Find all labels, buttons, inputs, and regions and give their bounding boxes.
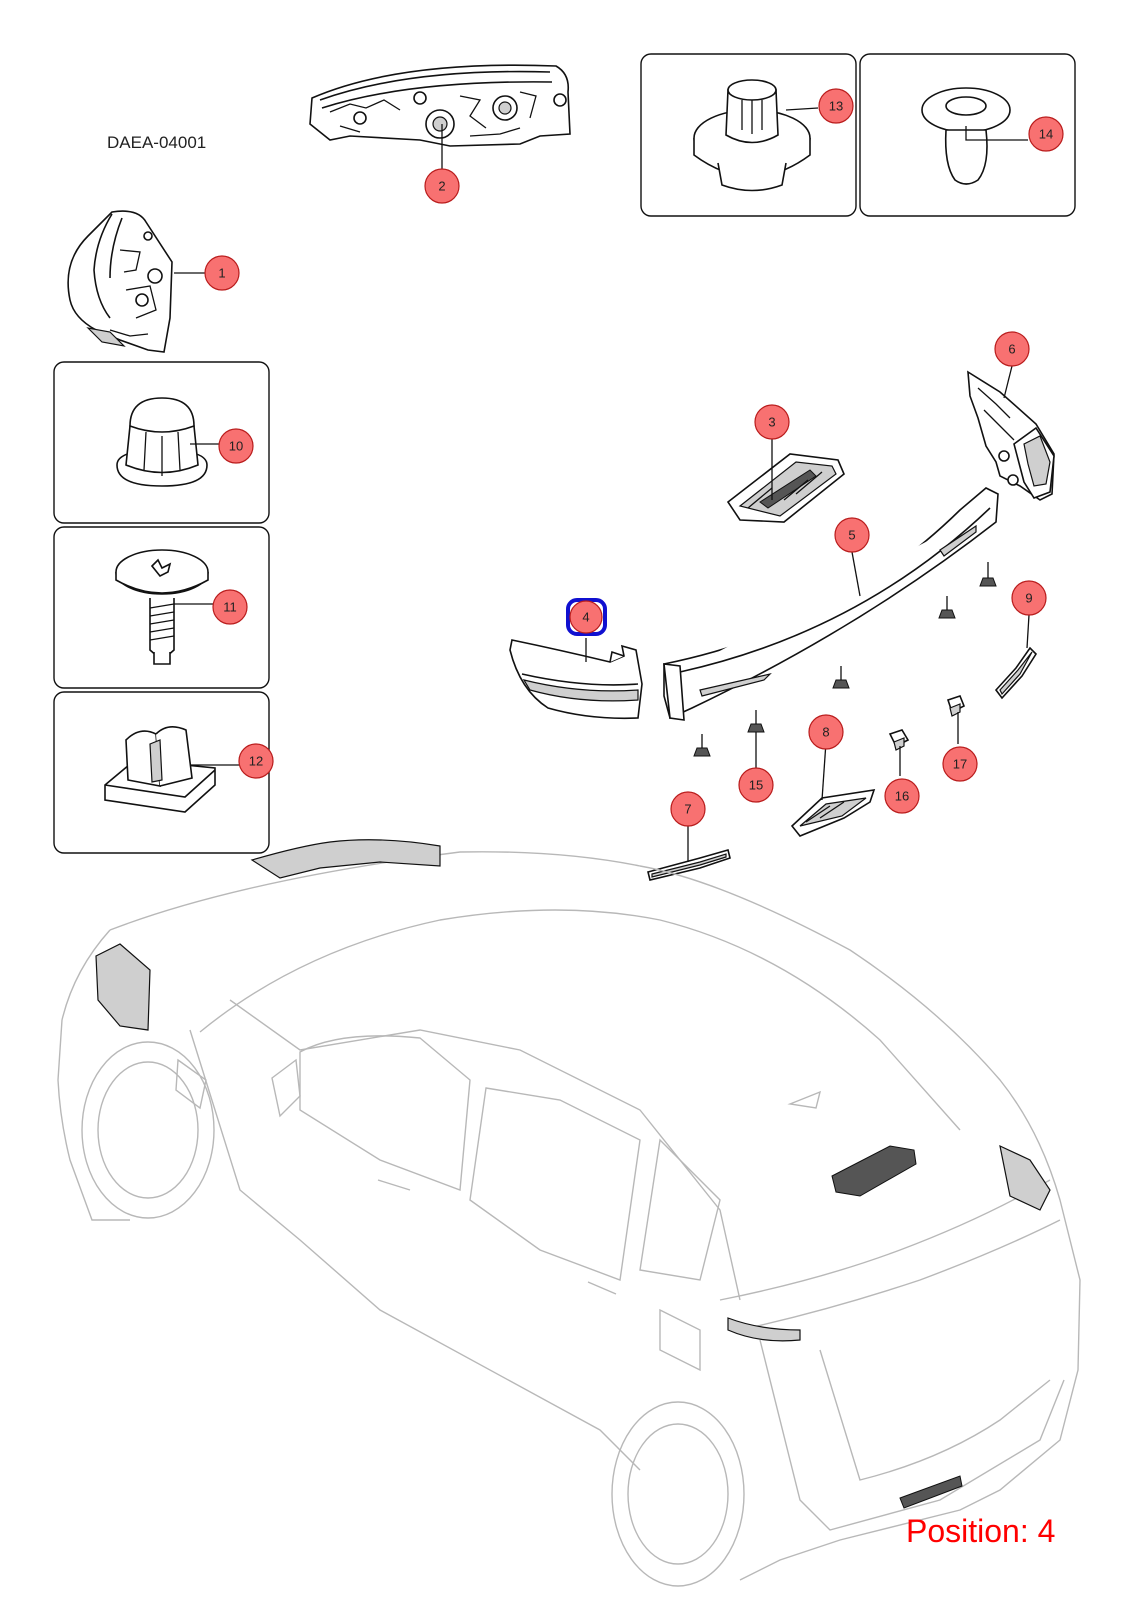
callouts: 1 2 3 4 5 6 7 8 — [204, 88, 1064, 827]
callout-9[interactable]: 9 — [1011, 580, 1047, 616]
callout-14[interactable]: 14 — [1028, 116, 1064, 152]
selected-highlight — [566, 598, 607, 636]
detail-box-11 — [53, 526, 270, 689]
headlamp-assembly-part — [309, 64, 571, 147]
callout-12[interactable]: 12 — [238, 743, 274, 779]
svg-text:15: 15 — [749, 778, 763, 793]
callout-17[interactable]: 17 — [942, 746, 978, 782]
clip-nut-part — [104, 726, 216, 813]
callout-1[interactable]: 1 — [204, 255, 240, 291]
svg-text:7: 7 — [684, 802, 691, 817]
callout-13[interactable]: 13 — [818, 88, 854, 124]
leader-lines — [174, 107, 1030, 862]
svg-text:1: 1 — [218, 266, 225, 281]
vehicle-outline — [57, 839, 1081, 1587]
callout-8[interactable]: 8 — [808, 714, 844, 750]
detail-box-13 — [640, 53, 857, 217]
svg-text:5: 5 — [848, 528, 855, 543]
detail-box-10 — [53, 361, 270, 524]
push-clip-part — [921, 87, 1011, 185]
svg-text:13: 13 — [829, 99, 843, 114]
bulb-socket-right-part — [946, 695, 966, 717]
svg-text:2: 2 — [438, 179, 445, 194]
position-label: Position: 4 — [906, 1513, 1055, 1549]
callout-4[interactable]: 4 — [566, 598, 607, 636]
detail-box-14 — [859, 53, 1076, 217]
headlamp-left-part — [67, 210, 173, 353]
svg-text:12: 12 — [249, 754, 263, 769]
callout-11[interactable]: 11 — [212, 589, 248, 625]
reflector-right-part — [994, 646, 1038, 700]
svg-text:8: 8 — [822, 725, 829, 740]
bulb-socket-part — [888, 729, 910, 751]
svg-text:9: 9 — [1025, 591, 1032, 606]
svg-text:11: 11 — [223, 600, 237, 615]
callout-5[interactable]: 5 — [834, 517, 870, 553]
callout-10[interactable]: 10 — [218, 428, 254, 464]
torx-screw-part — [115, 549, 209, 665]
callout-7[interactable]: 7 — [670, 791, 706, 827]
callout-15[interactable]: 15 — [738, 767, 774, 803]
callout-6[interactable]: 6 — [994, 331, 1030, 367]
cap-nut-part — [116, 397, 208, 487]
svg-text:3: 3 — [768, 415, 775, 430]
reflector-left-part — [647, 849, 731, 881]
detail-box-12 — [53, 691, 270, 854]
svg-text:4: 4 — [582, 610, 589, 625]
license-lamp-lower-part — [790, 789, 876, 837]
rear-lamp-outer-part — [509, 639, 643, 720]
rear-lamp-right-part — [967, 370, 1055, 501]
rear-garnish-part — [663, 487, 999, 757]
svg-text:6: 6 — [1008, 342, 1015, 357]
callout-3[interactable]: 3 — [754, 404, 790, 440]
license-lamp-upper-part — [726, 453, 845, 523]
grommet-part — [693, 79, 811, 192]
svg-text:10: 10 — [229, 439, 243, 454]
svg-text:17: 17 — [953, 757, 967, 772]
diagram-code: DAEA-04001 — [107, 133, 206, 152]
callout-16[interactable]: 16 — [884, 778, 920, 814]
svg-text:16: 16 — [895, 789, 909, 804]
svg-text:14: 14 — [1039, 127, 1053, 142]
callout-2[interactable]: 2 — [424, 168, 460, 204]
